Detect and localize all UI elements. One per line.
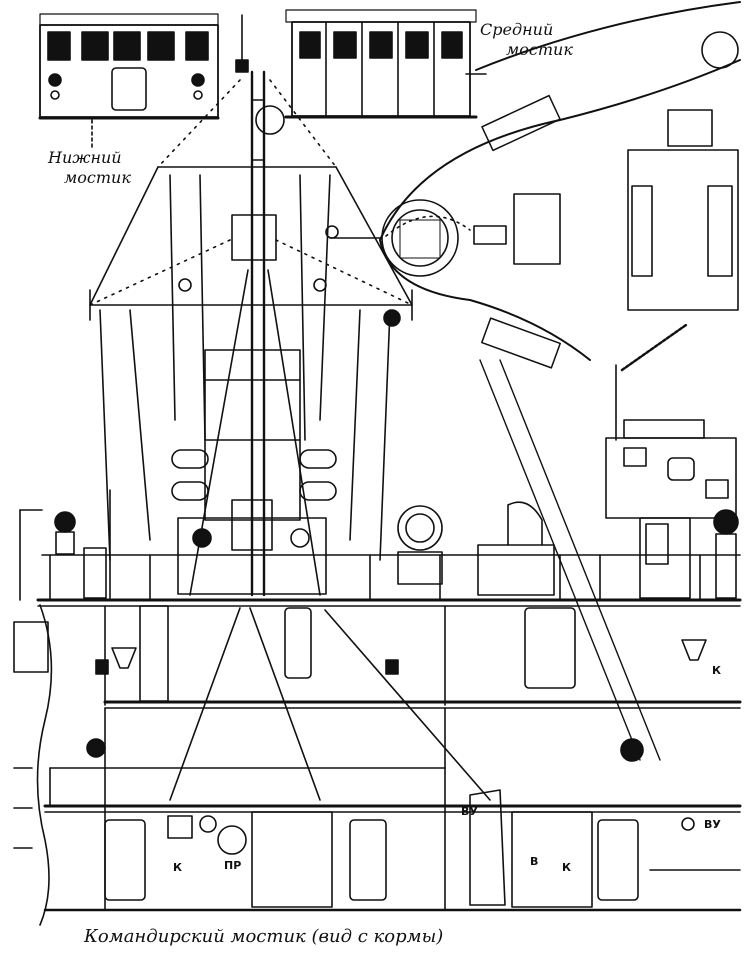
central-superstructure [171, 349, 337, 595]
drawing-caption: Командирский мостик (вид с кормы) [84, 926, 444, 947]
gun-turret [605, 323, 739, 599]
marker-k-right-deck: К [712, 664, 721, 677]
marker-vu-right: ВУ [704, 818, 721, 831]
lower-bridge-label-line2: мостик [64, 168, 131, 187]
marker-vu-left: ВУ [461, 805, 478, 818]
lower-bridge-label-line1: Нижний [48, 148, 122, 167]
marker-v: В [530, 855, 539, 868]
middle-deck [95, 605, 742, 801]
lower-deck [43, 359, 742, 912]
plan-view [325, 1, 741, 369]
middle-bridge-view [284, 9, 487, 119]
middle-bridge-label-line1: Средний [480, 20, 554, 39]
marker-k-left: К [173, 861, 182, 874]
marker-k-center: К [562, 861, 571, 874]
mast-and-rigging [89, 14, 413, 597]
marker-pr: ПР [224, 859, 242, 872]
middle-bridge-label-line2: мостик [506, 40, 573, 59]
hull-section [13, 604, 53, 926]
lower-bridge-view [38, 13, 220, 149]
